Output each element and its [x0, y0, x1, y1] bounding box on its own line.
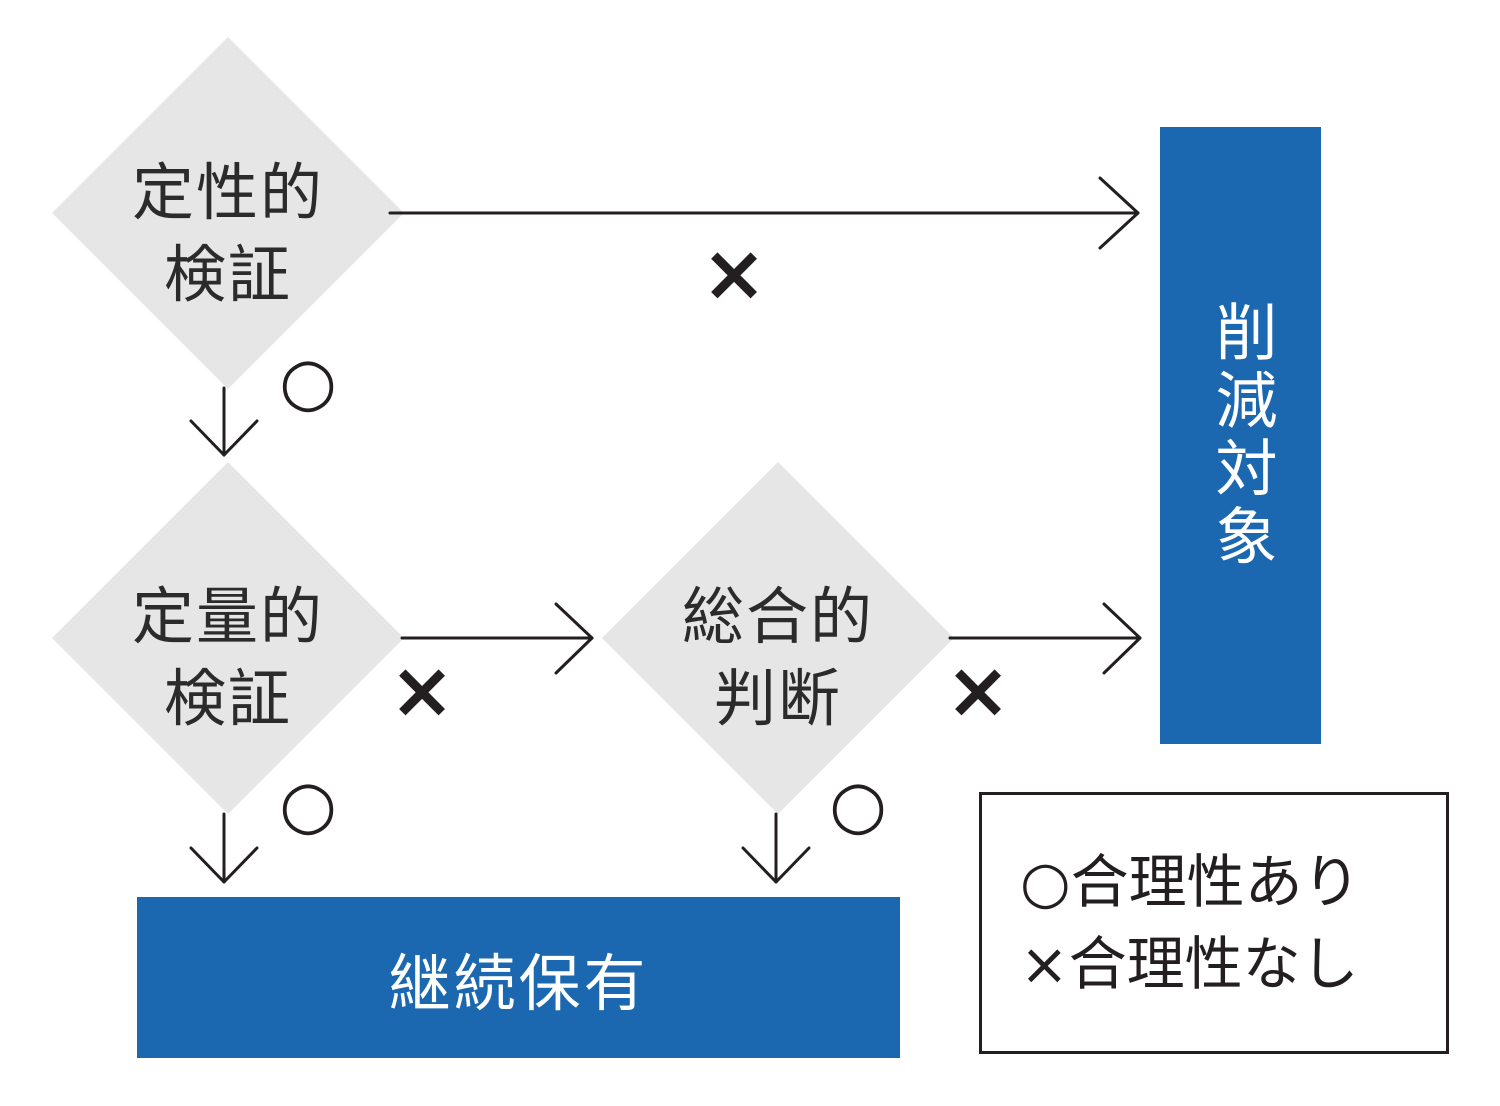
no-mark-comprehensive: × — [945, 646, 1011, 736]
diamond-qualitative — [52, 37, 404, 389]
diamond-qualitative-line1: 定性的 — [131, 156, 324, 229]
outcome-cut-label: 削減対象 — [1204, 299, 1278, 572]
outcome-keep-label: 継続保有 — [388, 946, 649, 1020]
arrowhead-comprehensive-to-cut — [1102, 602, 1142, 675]
diamond-label-comprehensive: 総合的 判断 — [658, 576, 898, 740]
legend-no: ×合理性なし — [1020, 930, 1359, 998]
legend-yes: ○合理性あり — [1020, 848, 1361, 916]
diamond-quantitative-line2: 検証 — [163, 662, 292, 735]
diamond-label-quantitative: 定量的 検証 — [108, 576, 348, 740]
no-mark-qualitative: × — [701, 229, 767, 319]
diamond-comprehensive — [602, 462, 954, 814]
arrowhead-comprehensive-to-keep — [741, 846, 811, 884]
arrowhead-quantitative-to-keep — [189, 846, 259, 884]
diamond-comprehensive-line2: 判断 — [713, 662, 842, 735]
outcome-cut-box: 削減対象 — [1160, 127, 1321, 744]
diamond-quantitative — [52, 462, 404, 814]
yes-mark-quantitative: ○ — [279, 766, 337, 843]
no-mark-quantitative: × — [389, 646, 455, 736]
legend: ○合理性あり ×合理性なし — [979, 792, 1449, 1054]
diamond-quantitative-line1: 定量的 — [131, 580, 324, 653]
arrowhead-qualitative-to-cut — [1098, 176, 1140, 250]
diamond-qualitative-line2: 検証 — [163, 238, 292, 311]
arrowhead-quantitative-to-comprehensive — [554, 602, 594, 675]
arrowhead-qualitative-to-quantitative — [189, 419, 259, 457]
yes-mark-comprehensive: ○ — [829, 766, 887, 843]
diamond-comprehensive-line1: 総合的 — [681, 580, 874, 653]
yes-mark-qualitative: ○ — [279, 343, 337, 420]
outcome-keep-box: 継続保有 — [137, 897, 900, 1058]
diamond-label-qualitative: 定性的 検証 — [108, 152, 348, 316]
